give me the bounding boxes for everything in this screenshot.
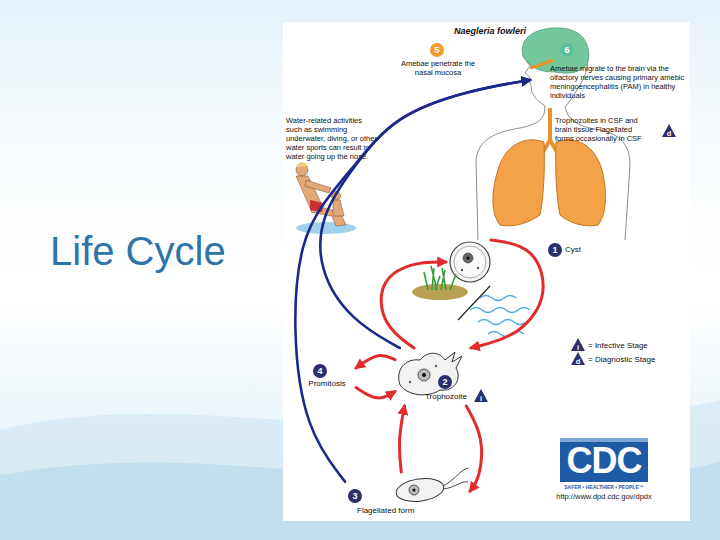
- flagellate-nucleolus: [412, 488, 415, 491]
- legend-text: = Diagnostic Stage: [588, 355, 655, 364]
- step-number: 5: [430, 43, 444, 57]
- cycle-arrow: [356, 356, 395, 368]
- step-number: 3: [348, 489, 362, 503]
- cyst-inner: [454, 246, 486, 278]
- swimmer-hair: [296, 162, 308, 167]
- logo-text: CDC: [560, 440, 648, 482]
- note-text: Trophozoites in CSF and brain tissue Fla…: [555, 116, 647, 143]
- cycle-arrow: [295, 80, 530, 482]
- cyst-nucleolus: [466, 256, 469, 259]
- stage-label: Flagellated form: [357, 506, 447, 516]
- swimmer-arm: [305, 180, 331, 193]
- flagellate-nucleus: [409, 485, 419, 495]
- note-text: Water-related activities such as swimmin…: [286, 116, 378, 161]
- legend-entry: = Diagnostic Stage: [588, 355, 655, 365]
- step-number: 6: [560, 43, 574, 57]
- grass: [424, 266, 456, 290]
- trophozoite-nucleolus: [422, 373, 426, 377]
- life-stage: 2Trophozoite: [395, 348, 490, 406]
- flagella: [443, 468, 468, 489]
- cycle-arrow: [399, 406, 404, 472]
- slide-title: Life Cycle: [50, 228, 226, 274]
- infective-marker: [474, 389, 488, 402]
- child-body: [333, 200, 344, 216]
- water-splash: [296, 222, 356, 234]
- cyst-granule: [477, 267, 479, 269]
- source-url: http://www.dpd.cdc.gov/dpdx: [540, 492, 668, 501]
- trophozoite-cell: [399, 352, 462, 395]
- connector-group: [295, 80, 543, 491]
- cycle-arrow: [471, 240, 543, 348]
- legend-entry: = Infective Stage: [588, 341, 648, 351]
- stage-label: Promitosis: [298, 379, 356, 389]
- cycle-arrow: [466, 406, 481, 491]
- stage-marker-letter: i: [474, 394, 488, 403]
- vacuole: [409, 381, 412, 384]
- diagnostic-marker: [662, 124, 676, 137]
- lung: [493, 140, 544, 226]
- life-stage: 3Flagellated form: [345, 472, 470, 520]
- diagnostic-marker: [571, 352, 585, 365]
- trachea: [543, 108, 557, 152]
- step-label: Amebae migrate to the brain via the olfa…: [550, 64, 688, 100]
- step-label: Amebae penetrate the nasal mucosa: [398, 59, 478, 77]
- vacuole: [435, 365, 438, 368]
- stage-label: Cyst: [565, 245, 581, 255]
- flagellate-cell: [395, 476, 446, 504]
- cyst-nucleus: [463, 253, 473, 263]
- cyst-granule: [461, 269, 463, 271]
- cycle-arrow: [356, 388, 395, 398]
- soil: [412, 284, 468, 300]
- step-number: 1: [548, 243, 562, 257]
- trophozoite-nucleus: [418, 369, 430, 381]
- life-stage: 5Amebae penetrate the nasal mucosa: [398, 42, 540, 80]
- step-number: 4: [313, 364, 327, 378]
- cycle-arrow: [320, 80, 530, 348]
- step-number: 2: [438, 375, 452, 389]
- stage-marker-letter: i: [571, 343, 585, 352]
- cycle-arrow: [381, 262, 446, 348]
- lung: [556, 140, 606, 226]
- infective-marker: [571, 338, 585, 351]
- life-stage: 1Cyst: [446, 240, 596, 284]
- olfactory-nerve: [530, 60, 553, 68]
- swimmer-shorts: [310, 200, 324, 212]
- stage-label: Trophozoite: [419, 392, 473, 402]
- diagram-panel: [283, 22, 690, 521]
- separator-line: [458, 286, 490, 320]
- life-stage: 6Amebae migrate to the brain via the olf…: [548, 42, 688, 108]
- child-head: [332, 192, 341, 201]
- life-stage: 4Promitosis: [298, 362, 356, 392]
- logo-tagline: SAFER • HEALTHIER • PEOPLE™: [552, 484, 656, 490]
- water-waves: [470, 296, 530, 337]
- stage-marker-letter: d: [662, 129, 676, 138]
- stage-marker-letter: d: [571, 357, 585, 366]
- logo-box: [560, 438, 648, 482]
- legend-text: = Infective Stage: [588, 341, 648, 350]
- diagram-heading: Naegleria fowleri: [430, 26, 550, 37]
